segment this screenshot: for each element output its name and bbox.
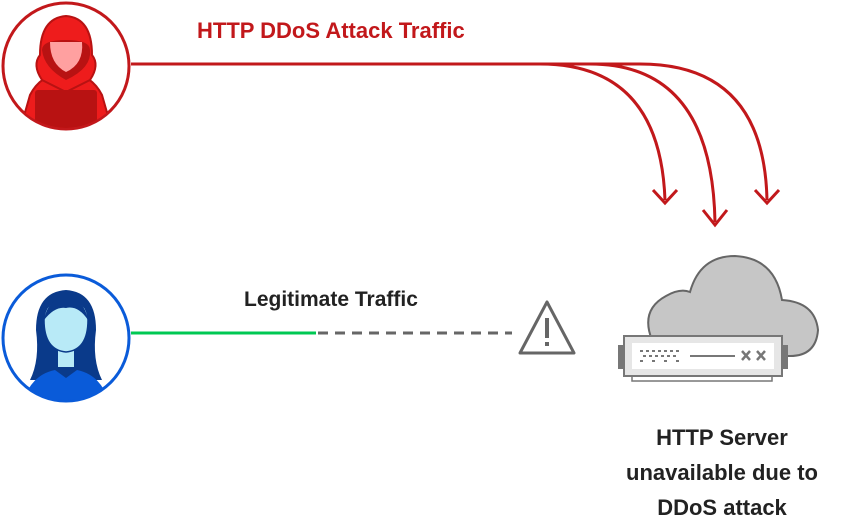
warning-triangle-icon: [518, 300, 576, 355]
user-icon: [1, 273, 131, 403]
server-label-line: unavailable due to: [626, 460, 818, 485]
attack-traffic-label: HTTP DDoS Attack Traffic: [197, 18, 465, 43]
cloud-server-icon: [618, 254, 820, 382]
attack-traffic-arrows: [131, 62, 781, 228]
server-status-label: HTTP Server unavailable due to DDoS atta…: [602, 420, 842, 524]
hooded-attacker-icon: [1, 1, 131, 131]
server-label-line: HTTP Server: [656, 425, 788, 450]
server-label-line: DDoS attack: [657, 495, 787, 520]
legitimate-traffic-label: Legitimate Traffic: [244, 288, 418, 311]
